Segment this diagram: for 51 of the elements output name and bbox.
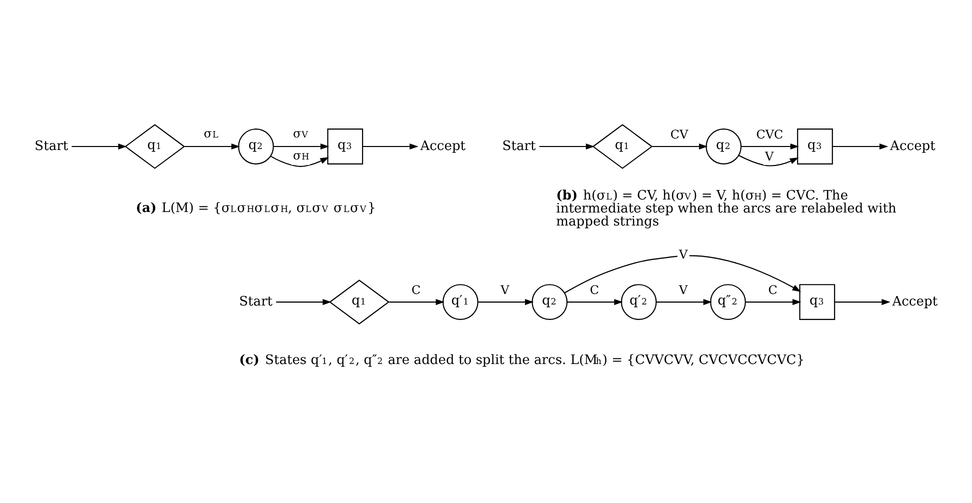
label: (a) L(M) = {σLσHσLσH, σLσV σLσV}	[136, 200, 376, 216]
node-circle: q2	[706, 128, 742, 164]
edge-label: σL	[204, 126, 218, 140]
edge-label: CV	[670, 127, 688, 142]
arrow	[270, 155, 329, 166]
node-text: Accept	[890, 138, 936, 154]
arrow	[567, 298, 623, 305]
arrow	[478, 298, 534, 305]
edge-label: V	[764, 148, 774, 163]
arrow	[738, 154, 799, 166]
node-diamond: q1	[329, 279, 390, 324]
arrow	[72, 142, 127, 150]
arrow	[274, 142, 330, 150]
edge-label: σH	[292, 148, 310, 162]
arrow	[184, 142, 240, 150]
edge-label: CVC	[756, 127, 784, 142]
edge-label: V	[679, 282, 688, 297]
arrow	[746, 298, 802, 305]
arrow	[564, 254, 802, 293]
arrow	[276, 298, 332, 305]
arrow	[741, 142, 800, 150]
edge-label: V	[679, 246, 688, 261]
node-diamond: q1	[124, 124, 186, 168]
arrow	[652, 142, 708, 150]
node-circle: q′2	[620, 284, 657, 320]
node-text: Start	[34, 138, 68, 154]
edge-label: V	[500, 282, 510, 297]
arrow	[656, 298, 712, 305]
label: (b) h(σL) = CV, h(σV) = V, h(σH) = CVC. The intermediate step when the arcs are relabeled with mapped strings	[556, 188, 896, 229]
node-text: Start	[239, 294, 273, 309]
arrow	[389, 298, 445, 305]
edge-label: C	[590, 282, 600, 297]
node-diamond: q1	[592, 124, 653, 168]
node-text: Accept	[420, 138, 466, 154]
edge-label: σV	[292, 126, 308, 140]
node-box: q3	[797, 128, 833, 164]
node-box: q3	[799, 284, 836, 320]
node-text: Accept	[892, 294, 938, 309]
edge-label: C	[412, 282, 421, 297]
edge-label: C	[768, 282, 778, 297]
node-box: q3	[327, 128, 364, 164]
arrow	[832, 142, 888, 150]
node-text: Start	[502, 138, 536, 154]
arrow	[362, 142, 418, 150]
node-circle: q″2	[710, 284, 746, 320]
node-circle: q2	[238, 128, 274, 164]
node-circle: q′1	[442, 284, 478, 320]
node-circle: q2	[532, 284, 568, 320]
label: (c) States q′1, q′2, q″2 are added to split the arcs. L(Mh) = {CVVCVV, CVCVCCVCVC}	[239, 352, 805, 368]
arrow	[539, 142, 595, 150]
arrow	[834, 298, 890, 305]
